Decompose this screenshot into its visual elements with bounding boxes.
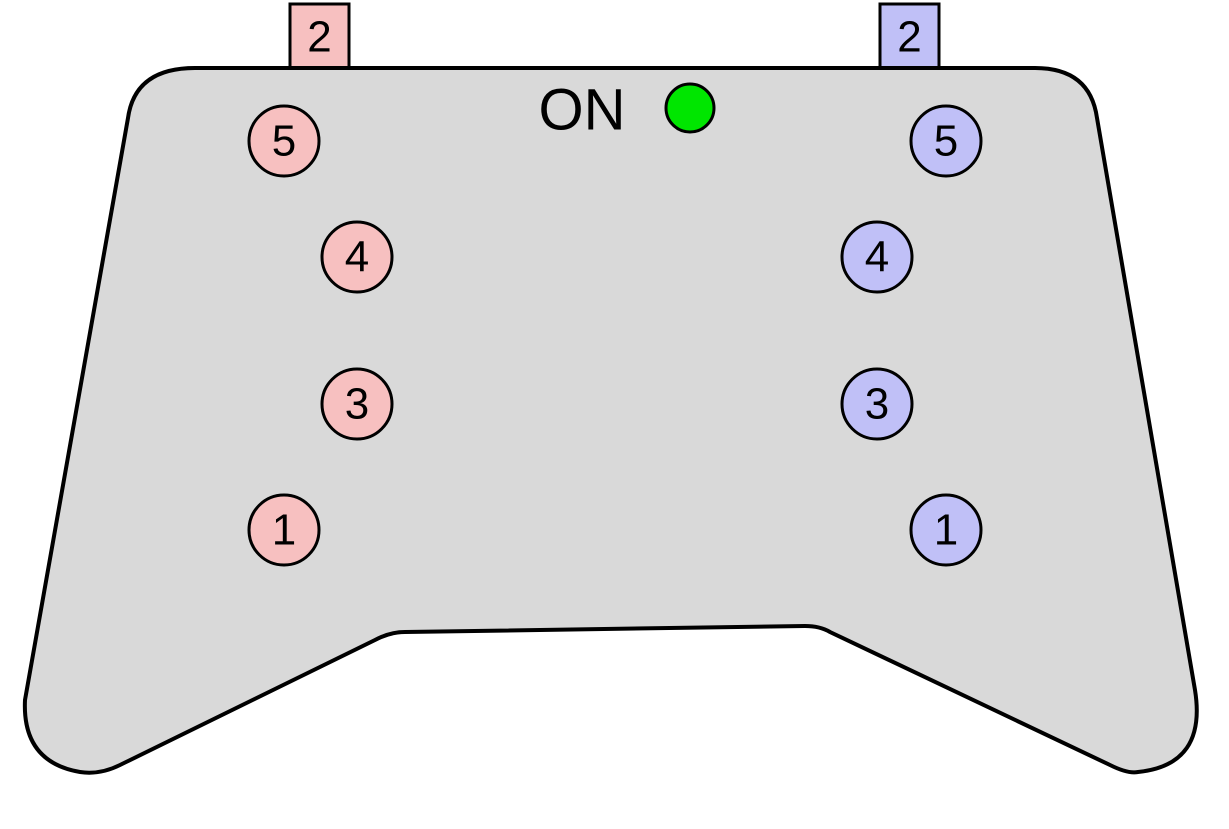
left-button-1[interactable]: 1 (247, 493, 321, 567)
right-shoulder-tab-label: 2 (897, 13, 921, 62)
power-label: ON (539, 78, 626, 143)
right-button-3[interactable]: 3 (840, 367, 914, 441)
right-button-5[interactable]: 5 (909, 104, 983, 178)
right-button-1[interactable]: 1 (909, 493, 983, 567)
left-button-4[interactable]: 4 (320, 220, 394, 294)
right-shoulder-tab[interactable]: 2 (878, 2, 941, 72)
left-button-3-label: 3 (345, 380, 369, 429)
left-shoulder-tab[interactable]: 2 (288, 2, 351, 72)
left-button-1-label: 1 (272, 506, 296, 555)
right-button-1-label: 1 (934, 506, 958, 555)
left-button-5-label: 5 (272, 117, 296, 166)
right-button-4-label: 4 (865, 233, 889, 282)
controller-body (22, 66, 1199, 775)
left-button-3[interactable]: 3 (320, 367, 394, 441)
right-button-5-label: 5 (934, 117, 958, 166)
right-button-3-label: 3 (865, 380, 889, 429)
power-indicator-light (664, 82, 716, 134)
right-button-4[interactable]: 4 (840, 220, 914, 294)
left-shoulder-tab-label: 2 (307, 13, 331, 62)
left-button-5[interactable]: 5 (247, 104, 321, 178)
left-button-4-label: 4 (345, 233, 369, 282)
